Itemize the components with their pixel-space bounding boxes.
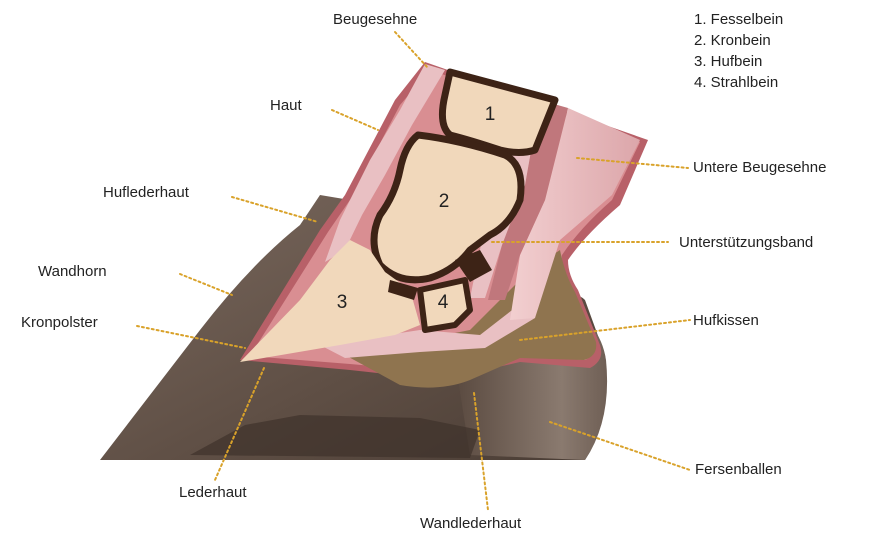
label-huflederhaut: Huflederhaut xyxy=(103,184,190,201)
label-beugesehne: Beugesehne xyxy=(333,11,417,28)
leader-beugesehne xyxy=(395,32,428,68)
label-wandhorn: Wandhorn xyxy=(38,263,107,280)
label-wandlederhaut: Wandlederhaut xyxy=(420,515,522,532)
label-fersenballen: Fersenballen xyxy=(695,461,782,478)
leader-haut xyxy=(332,110,378,130)
legend-item: 3. Hufbein xyxy=(694,51,783,72)
leader-huflederhaut xyxy=(232,197,318,222)
label-unterstuetzungsband: Unterstützungsband xyxy=(679,234,813,251)
label-lederhaut: Lederhaut xyxy=(179,484,247,501)
bone-number-3: 3 xyxy=(337,292,348,313)
label-hufkissen: Hufkissen xyxy=(693,312,759,329)
bone-legend: 1. Fesselbein 2. Kronbein 3. Hufbein 4. … xyxy=(694,9,783,93)
label-kronpolster: Kronpolster xyxy=(21,314,98,331)
bone-number-4: 4 xyxy=(438,292,449,313)
label-untere-beugesehne: Untere Beugesehne xyxy=(693,159,826,176)
leader-wandhorn xyxy=(180,274,232,295)
bone-number-1: 1 xyxy=(485,104,496,125)
label-haut: Haut xyxy=(270,97,303,114)
legend-item: 2. Kronbein xyxy=(694,30,783,51)
legend-item: 4. Strahlbein xyxy=(694,72,783,93)
legend-item: 1. Fesselbein xyxy=(694,9,783,30)
bone-number-2: 2 xyxy=(439,191,450,212)
